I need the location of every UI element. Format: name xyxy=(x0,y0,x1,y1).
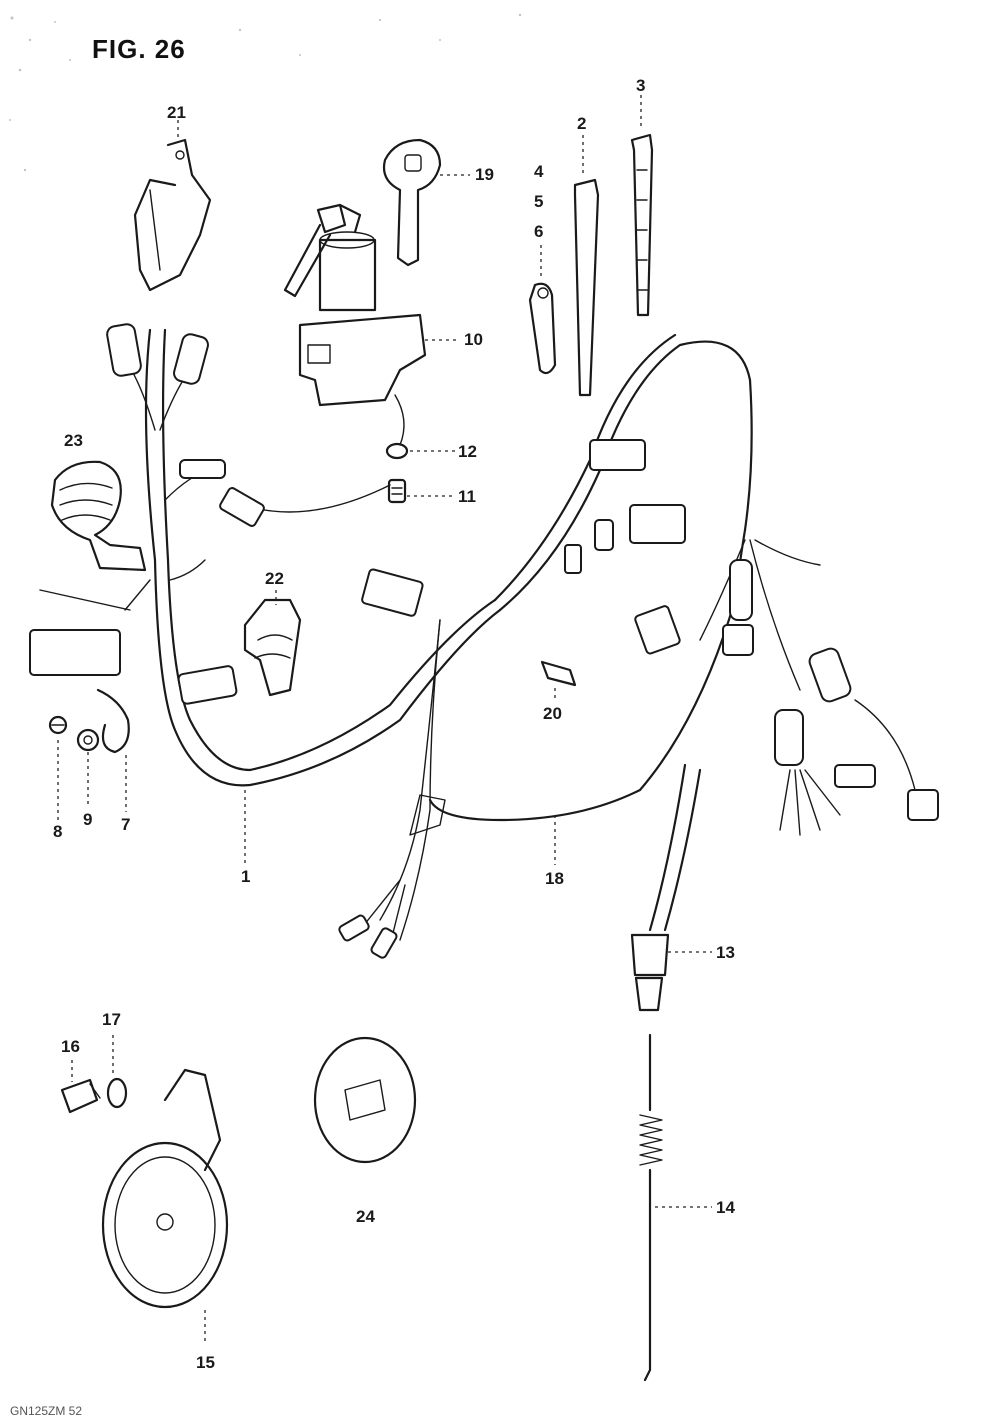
callout-8: 8 xyxy=(53,822,63,841)
part-23-bracket xyxy=(50,460,147,572)
callout-12: 12 xyxy=(458,442,477,461)
callout-22: 22 xyxy=(265,569,284,588)
callout-19: 19 xyxy=(475,165,494,184)
callout-5: 5 xyxy=(534,192,544,211)
callout-1: 1 xyxy=(241,867,251,886)
callout-16: 16 xyxy=(61,1037,80,1056)
leader-lines xyxy=(57,95,712,1345)
callout-11: 11 xyxy=(458,487,476,506)
part-20-fuse xyxy=(540,660,577,687)
callout-21: 21 xyxy=(167,103,186,122)
callout-3: 3 xyxy=(636,76,646,95)
callout-17: 17 xyxy=(102,1010,121,1029)
figure-title: FIG. 26 xyxy=(92,34,186,64)
part-14-spring xyxy=(639,1033,663,1382)
callout-2: 2 xyxy=(577,114,587,133)
part-6-grommet xyxy=(528,282,557,375)
callout-7: 7 xyxy=(121,815,131,834)
part-2-cable-tie xyxy=(573,178,600,397)
callout-14: 14 xyxy=(716,1198,735,1217)
callout-13: 13 xyxy=(716,943,735,962)
part-19-key xyxy=(382,138,442,267)
part-8-bolt xyxy=(48,715,68,735)
part-3-cable-tie xyxy=(630,133,654,317)
print-texture xyxy=(9,13,522,172)
callout-4: 4 xyxy=(534,162,544,181)
callout-24: 24 xyxy=(356,1207,375,1226)
part-21-clamp xyxy=(133,138,212,292)
part-16-bolt xyxy=(60,1078,101,1114)
part-13-switch xyxy=(630,763,702,1012)
part-7-ground-lead xyxy=(96,688,130,754)
callout-23: 23 xyxy=(64,431,83,450)
callout-10: 10 xyxy=(464,330,483,349)
part-1-main-harness xyxy=(29,323,939,959)
part-9-washer xyxy=(76,728,100,752)
part-17-washer xyxy=(106,1077,128,1109)
part-15-horn xyxy=(101,1068,229,1309)
part-22-holder xyxy=(243,598,302,697)
callout-15: 15 xyxy=(196,1353,215,1372)
callout-9: 9 xyxy=(83,810,93,829)
callout-18: 18 xyxy=(545,869,564,888)
part-12-washer xyxy=(385,442,409,460)
callout-20: 20 xyxy=(543,704,562,723)
footer-code: GN125ZM 52 xyxy=(10,1404,83,1418)
part-10-ignition-switch xyxy=(283,203,427,446)
callout-6: 6 xyxy=(534,222,544,241)
part-11-screw xyxy=(387,478,407,504)
part-24-cover xyxy=(313,1036,417,1164)
